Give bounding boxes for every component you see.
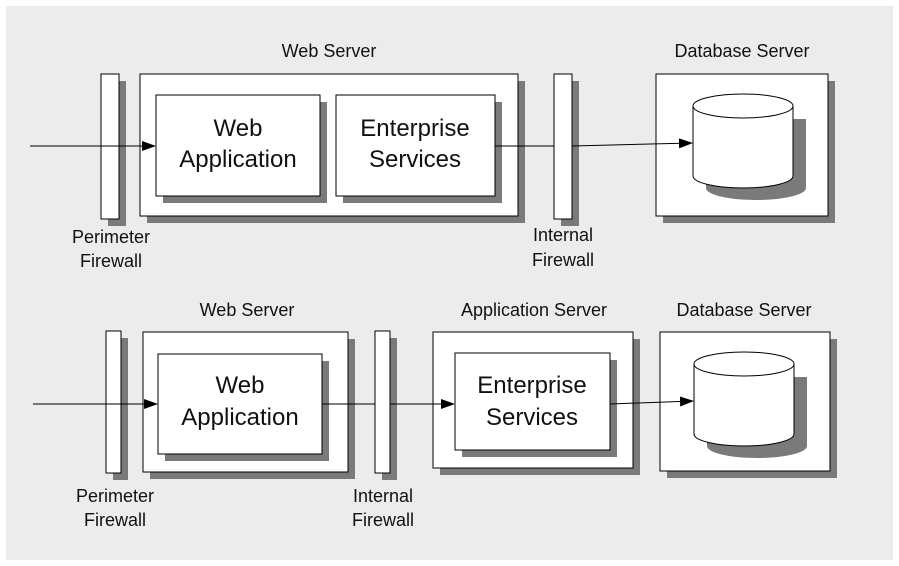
top-perimeter-firewall-label-line1: Perimeter <box>72 227 150 247</box>
bottom-database-cylinder-icon <box>693 351 807 458</box>
top-perimeter-firewall-label-line2: Firewall <box>80 251 142 271</box>
bottom-enterprise-services-box <box>454 352 617 457</box>
bottom-deployment: Web Server Web Application Perimeter Fir… <box>33 300 837 530</box>
bottom-perimeter-firewall <box>105 330 128 480</box>
bottom-enterprise-services-label-line2: Services <box>486 404 578 431</box>
top-database-cylinder-icon <box>692 93 806 200</box>
top-internal-firewall <box>553 73 579 226</box>
top-web-application-label-line1: Web <box>214 115 263 142</box>
bottom-web-application-box <box>157 353 329 461</box>
top-enterprise-services-box <box>335 94 502 203</box>
bottom-application-server-label: Application Server <box>461 300 607 320</box>
bottom-internal-firewall <box>374 330 397 480</box>
top-internal-firewall-label-line1: Internal <box>533 225 593 245</box>
top-database-server-label: Database Server <box>674 41 809 61</box>
top-deployment: Web Server Web Application Enterprise Se… <box>30 41 835 271</box>
bottom-enterprise-services-label-line1: Enterprise <box>477 372 586 399</box>
bottom-perimeter-firewall-label-line1: Perimeter <box>76 486 154 506</box>
top-enterprise-services-label-line2: Services <box>369 146 461 173</box>
top-enterprise-services-label-line1: Enterprise <box>360 115 469 142</box>
bottom-web-server-label: Web Server <box>200 300 295 320</box>
bottom-web-application-label-line1: Web <box>216 372 265 399</box>
bottom-perimeter-firewall-label-line2: Firewall <box>84 510 146 530</box>
top-web-application-box <box>155 94 327 203</box>
top-web-server-label: Web Server <box>282 41 377 61</box>
top-web-application-label-line2: Application <box>179 146 296 173</box>
bottom-database-server-label: Database Server <box>676 300 811 320</box>
top-to-database-arrow <box>571 138 693 149</box>
bottom-internal-firewall-label-line2: Firewall <box>352 510 414 530</box>
top-perimeter-firewall <box>100 73 126 226</box>
bottom-web-application-label-line2: Application <box>181 404 298 431</box>
bottom-internal-firewall-label-line1: Internal <box>353 486 413 506</box>
bottom-services-to-database-arrow <box>609 396 694 407</box>
top-internal-firewall-label-line2: Firewall <box>532 250 594 270</box>
